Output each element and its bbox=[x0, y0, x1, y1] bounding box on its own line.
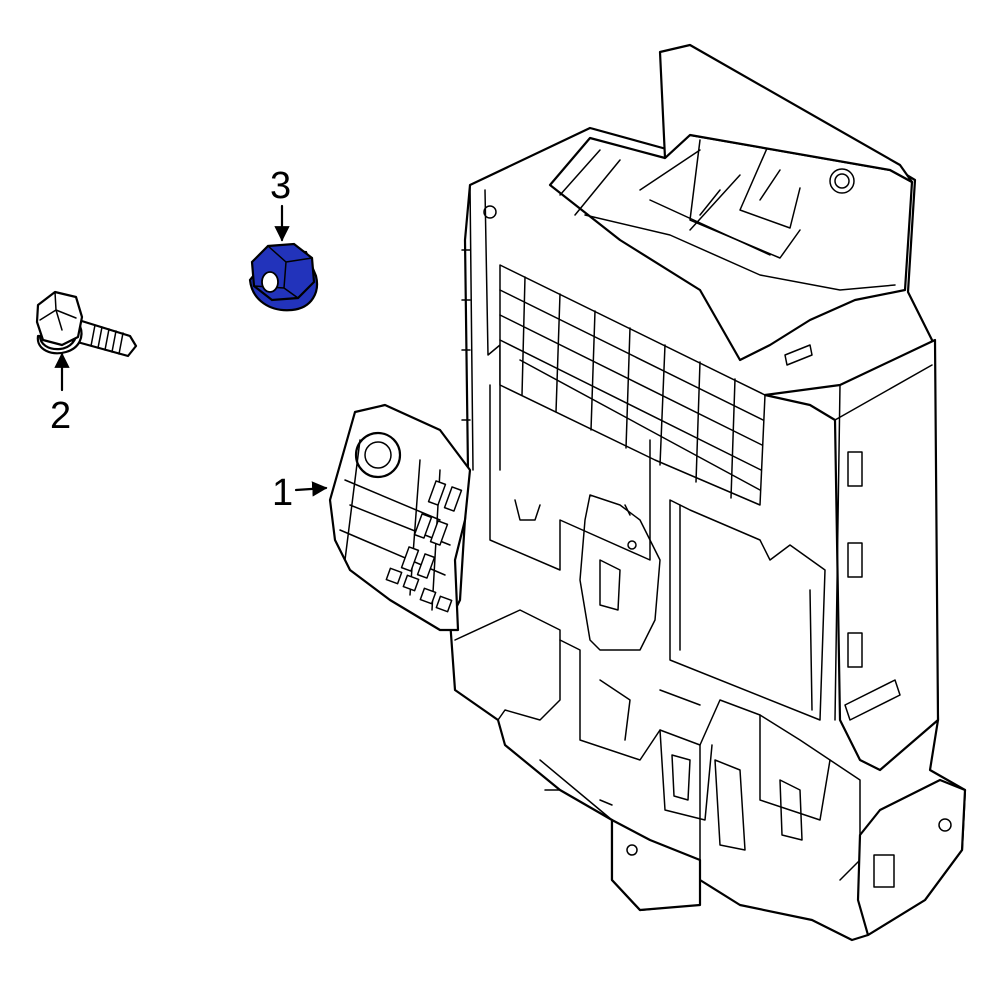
callout-2: 2 bbox=[50, 352, 71, 437]
bolt-head bbox=[35, 290, 84, 347]
bracket-slots bbox=[385, 480, 463, 613]
flange-nut-drawing bbox=[248, 242, 319, 312]
mounting-bracket-plate bbox=[328, 403, 472, 632]
nut-bore bbox=[261, 271, 279, 293]
bracket-slot bbox=[873, 854, 895, 888]
flange-bolt-drawing bbox=[35, 290, 138, 358]
mount-hole-top-right bbox=[829, 168, 855, 194]
fuse-box-assembly bbox=[448, 43, 967, 942]
relay-grid bbox=[499, 264, 766, 506]
callout-label-3: 3 bbox=[270, 165, 291, 207]
bottom-foot bbox=[610, 818, 702, 912]
callout-1: 1 bbox=[272, 472, 328, 514]
bracket-hole bbox=[354, 431, 402, 479]
side-slot-2 bbox=[847, 542, 863, 578]
callout-3: 3 bbox=[270, 165, 291, 242]
bottom-bracket bbox=[856, 778, 967, 937]
nut-hex-body bbox=[250, 242, 316, 302]
side-slot-3 bbox=[847, 632, 863, 668]
side-slot-1 bbox=[847, 451, 863, 487]
callout-label-2: 2 bbox=[50, 395, 71, 437]
callout-label-1: 1 bbox=[272, 472, 293, 514]
callout-arrow-1 bbox=[294, 481, 328, 497]
